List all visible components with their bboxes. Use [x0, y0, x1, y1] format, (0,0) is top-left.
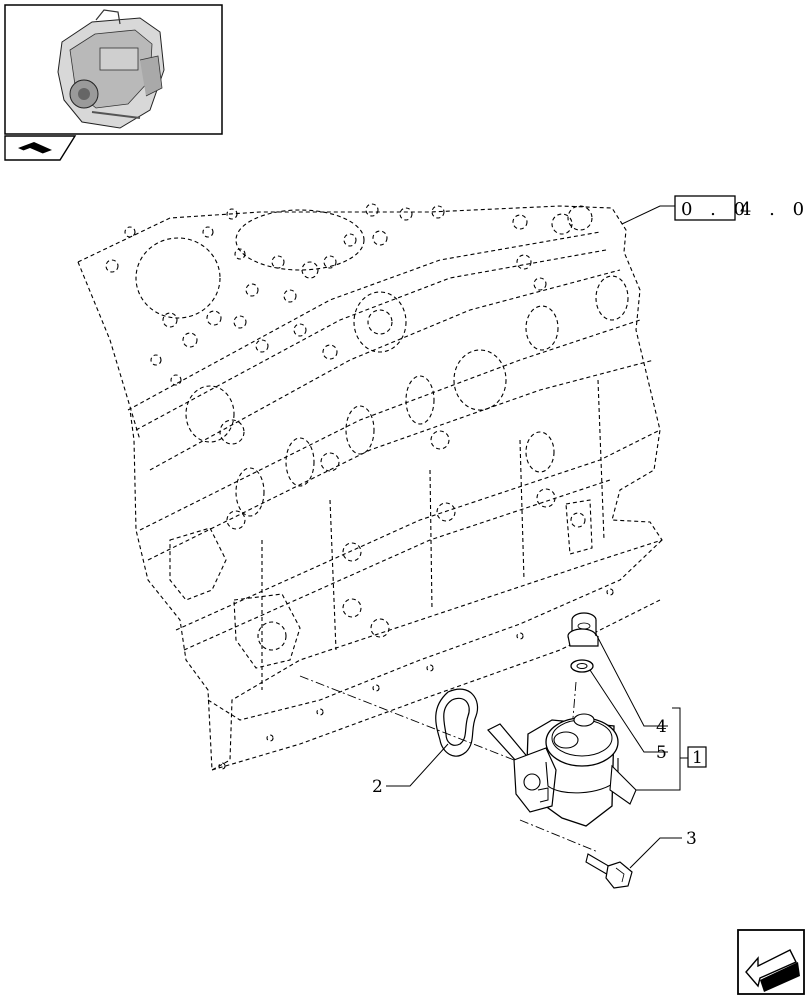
previous-page-arrow-icon[interactable]	[737, 929, 805, 995]
callout-2[interactable]: 2	[372, 777, 383, 797]
reference-label[interactable]: 0 . 0 4 . 0	[621, 195, 810, 225]
part-4-fitting[interactable]	[567, 612, 599, 647]
deck-bolt-holes	[105, 203, 593, 386]
callout-1[interactable]: 1	[692, 748, 703, 768]
leader-lines	[386, 633, 688, 869]
assembly-axis	[299, 675, 561, 779]
engine-block-phantom	[77, 203, 663, 771]
part-1-fuel-pump[interactable]	[487, 713, 637, 827]
callout-1-box	[687, 746, 707, 768]
callout-5[interactable]: 5	[656, 743, 667, 763]
reference-boxed: 0 . 0	[681, 199, 751, 220]
callout-3[interactable]: 3	[686, 829, 697, 849]
part-2-gasket[interactable]	[435, 688, 479, 757]
manual-book-icon[interactable]	[4, 135, 77, 161]
engine-thumbnail[interactable]	[4, 4, 223, 135]
bolt-axis	[519, 819, 599, 853]
part-5-washer[interactable]	[570, 659, 594, 673]
callout-4[interactable]: 4	[656, 717, 667, 737]
part-3-bolt[interactable]	[585, 853, 633, 889]
engine-thumbnail-icon	[57, 9, 165, 129]
reference-rest: 4 . 0	[740, 199, 810, 220]
